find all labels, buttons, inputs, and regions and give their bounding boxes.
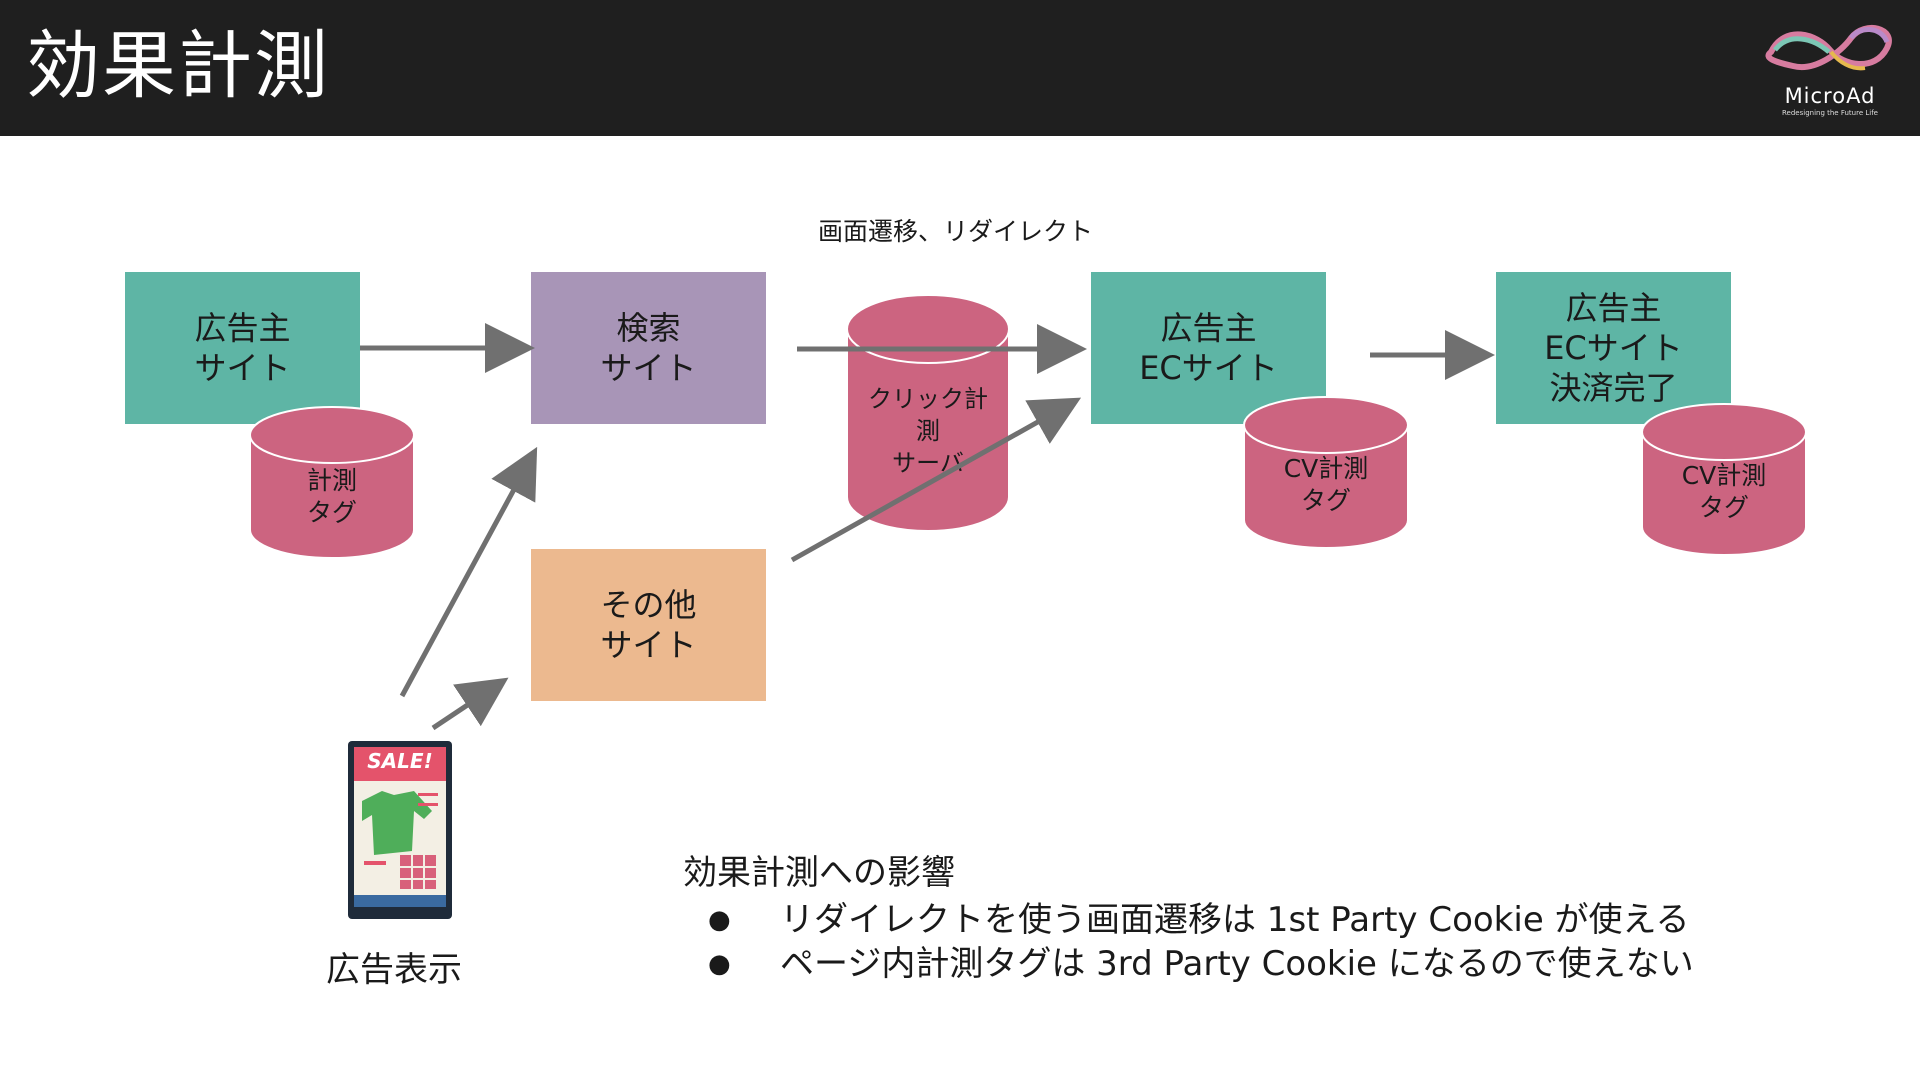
sale-text: SALE!: [367, 749, 433, 773]
click-server-cylinder: クリック計 測 サーバ: [845, 293, 1011, 533]
notes-title: 効果計測への影響: [683, 853, 955, 893]
ad-phone-image: SALE!: [348, 741, 452, 919]
search-site-box: 検索 サイト: [531, 272, 766, 424]
page-title: 効果計測: [26, 23, 330, 109]
sale-banner: SALE!: [354, 747, 446, 781]
infinity-logo-icon: [1765, 25, 1892, 71]
database-cylinder-icon: [249, 406, 415, 559]
ad-screen: SALE!: [354, 747, 446, 907]
click-server-label: クリック計 測 サーバ: [868, 385, 988, 477]
arrow-other-to-ec: [790, 397, 1082, 563]
cv-tag-label-2: CV計測 タグ: [1681, 461, 1767, 522]
arrow-ad-to-search: [399, 446, 538, 698]
note-item: ● ページ内計測タグは 3rd Party Cookie になるので使えない: [683, 942, 1694, 986]
measure-tag-label: 計測 タグ: [306, 466, 357, 527]
database-cylinder-icon: [1641, 403, 1807, 556]
note-text: リダイレクトを使う画面遷移は 1st Party Cookie が使える: [780, 900, 1690, 940]
database-cylinder-icon: [846, 294, 1010, 532]
cv-tag-label-1: CV計測 タグ: [1283, 454, 1369, 515]
other-site-box: その他 サイト: [531, 549, 766, 701]
measure-tag-cylinder: 計測 タグ: [248, 405, 416, 560]
cv-tag-cylinder-2: CV計測 タグ: [1640, 402, 1808, 557]
logo-tagline: Redesigning the Future Life: [1782, 109, 1878, 117]
clothing-illustration-icon: [354, 791, 446, 907]
header-bar: 効果計測 MicroAd Redesigning the Future Life: [0, 0, 1920, 136]
bullet-icon: ●: [708, 949, 731, 979]
microad-logo: MicroAd Redesigning the Future Life: [1755, 12, 1905, 124]
impact-notes: 効果計測への影響 ● リダイレクトを使う画面遷移は 1st Party Cook…: [683, 845, 1694, 986]
bullet-icon: ●: [708, 905, 731, 935]
database-cylinder-icon: [1243, 396, 1409, 549]
arrow-ad-to-other: [431, 677, 509, 731]
note-item: ● リダイレクトを使う画面遷移は 1st Party Cookie が使える: [683, 898, 1694, 942]
cv-tag-cylinder-1: CV計測 タグ: [1242, 395, 1410, 550]
advertiser-ec-site-box: 広告主 ECサイト: [1091, 272, 1326, 424]
logo-wordmark: MicroAd: [1784, 84, 1876, 108]
redirect-label: 画面遷移、リダイレクト: [818, 217, 1094, 246]
advertiser-site-box: 広告主 サイト: [125, 272, 360, 424]
ec-checkout-box: 広告主 ECサイト 決済完了: [1496, 272, 1731, 424]
ad-display-label: 広告表示: [326, 950, 462, 990]
note-text: ページ内計測タグは 3rd Party Cookie になるので使えない: [780, 944, 1694, 984]
